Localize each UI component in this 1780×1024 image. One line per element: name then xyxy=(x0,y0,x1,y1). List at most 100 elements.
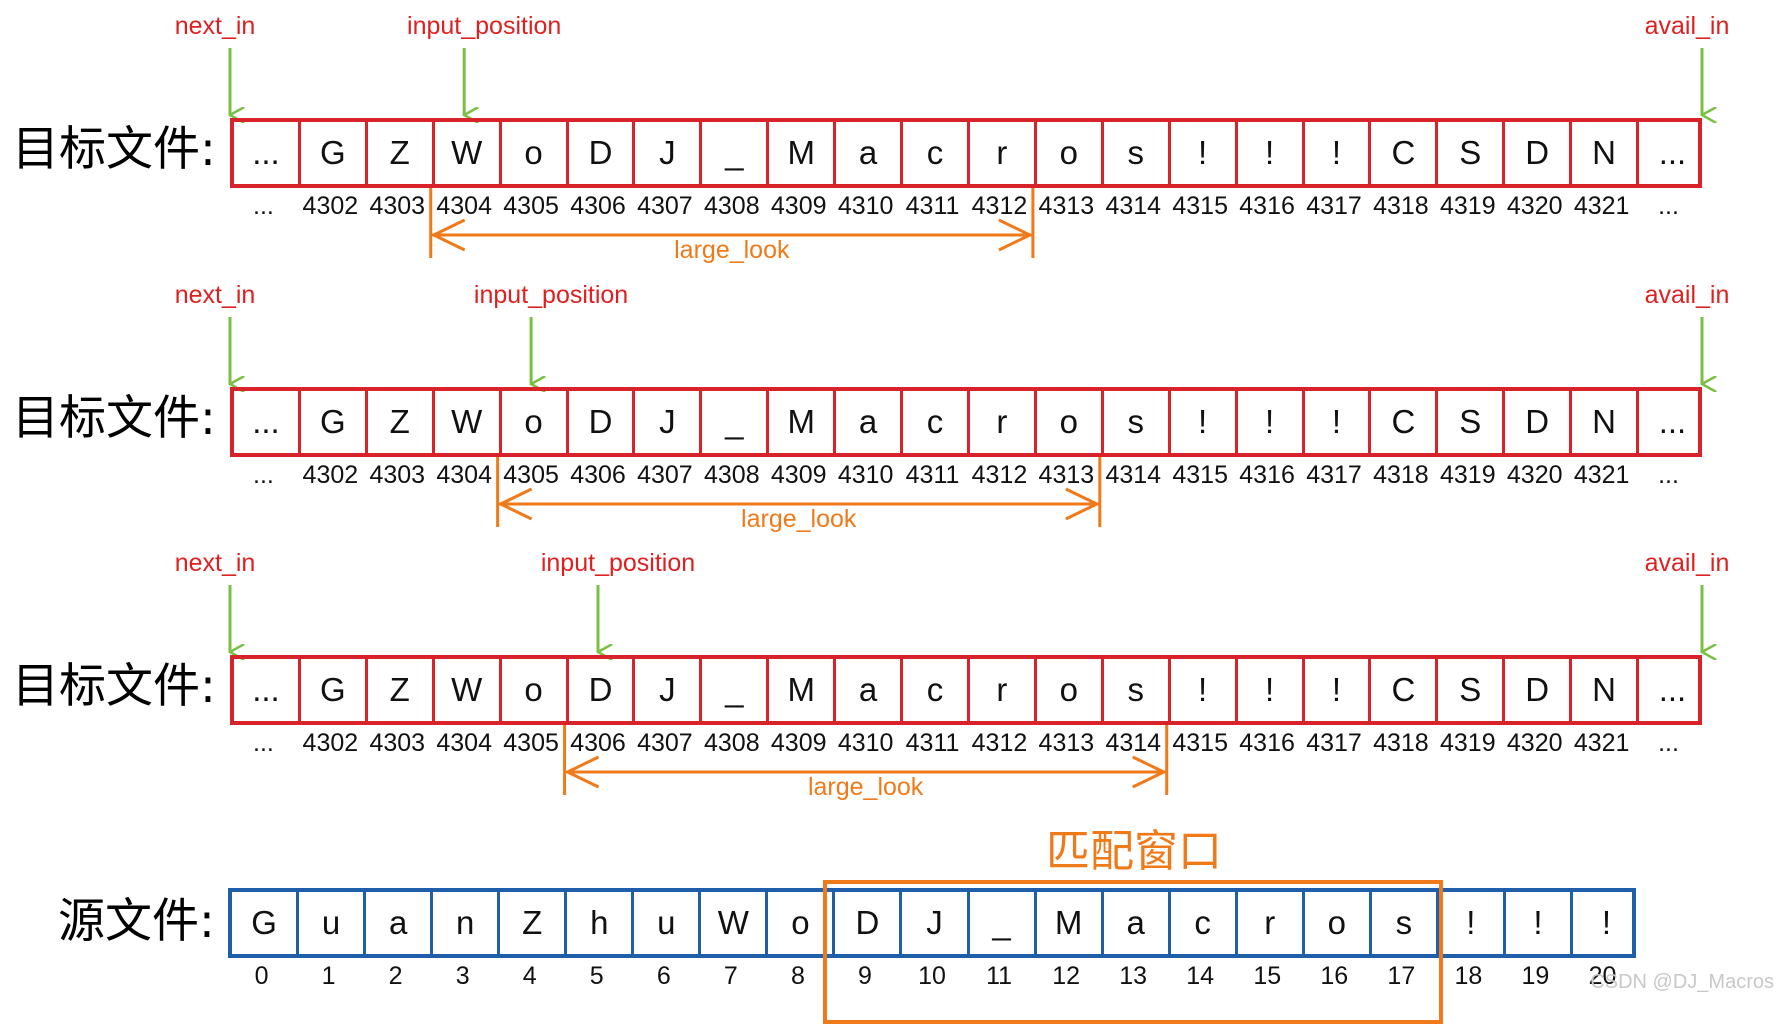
buffer-index: 4308 xyxy=(704,461,760,489)
source-cell: M xyxy=(1037,892,1104,954)
buffer-cell: ! xyxy=(1171,122,1238,184)
buffer-index: 4305 xyxy=(503,192,559,220)
buffer-cell: Z xyxy=(368,391,435,453)
buffer-cell: ! xyxy=(1305,659,1372,721)
buffer-index: 4319 xyxy=(1440,729,1496,757)
buffer-index: 4302 xyxy=(302,192,359,220)
buffer-index: 4315 xyxy=(1172,729,1228,757)
buffer-index: 4312 xyxy=(971,192,1028,220)
arrowhead-right-icon xyxy=(1065,487,1101,521)
source-cell: J xyxy=(902,892,970,954)
source-file-label: 源文件: xyxy=(58,894,215,949)
buffer-cell: D xyxy=(569,391,636,453)
buffer-cell: ... xyxy=(1658,134,1687,171)
buffer-cell: o xyxy=(502,391,569,453)
buffer-index: ... xyxy=(1658,192,1679,220)
source-cell: a xyxy=(1104,892,1171,954)
source-cell: o xyxy=(1305,892,1372,954)
source-index: 11 xyxy=(986,962,1013,990)
buffer-cell: G xyxy=(301,122,368,184)
buffer-cell: M xyxy=(769,122,837,184)
buffer-cell: ! xyxy=(1238,122,1305,184)
buffer-index: 4311 xyxy=(905,461,960,489)
arrowhead-left-icon xyxy=(497,487,533,521)
buffer-index: ... xyxy=(1658,729,1679,757)
buffer-cell: D xyxy=(569,122,636,184)
buffer-cell: D xyxy=(1505,122,1573,184)
buffer-cell: J xyxy=(635,391,703,453)
source-index: 19 xyxy=(1521,962,1550,990)
avail-in-label: avail_in xyxy=(1644,549,1730,577)
avail-in-label: avail_in xyxy=(1644,12,1730,40)
buffer-index: 4320 xyxy=(1506,192,1563,220)
buffer-index: 4310 xyxy=(837,192,894,220)
buffer-index: 4309 xyxy=(770,461,827,489)
source-index: 2 xyxy=(388,962,403,990)
buffer-index: 4313 xyxy=(1038,461,1095,489)
buffer-cell: C xyxy=(1371,391,1439,453)
source-cell: _ xyxy=(970,892,1037,954)
large-look-label: large_look xyxy=(674,236,790,264)
target-file-label: 目标文件: xyxy=(12,659,216,714)
buffer-cell: S xyxy=(1438,391,1506,453)
buffer-index: 4302 xyxy=(302,729,359,757)
buffer-index: 4313 xyxy=(1038,192,1095,220)
buffer-index: 4304 xyxy=(436,729,492,757)
buffer-cell: ... xyxy=(234,391,301,453)
avail-in-label: avail_in xyxy=(1644,281,1730,309)
source-cell: o xyxy=(768,892,836,954)
buffer-cell: G xyxy=(301,391,368,453)
buffer-index: 4319 xyxy=(1440,192,1496,220)
buffer-cell: C xyxy=(1371,659,1439,721)
source-cell: Z xyxy=(500,892,568,954)
source-cell: G xyxy=(232,892,300,954)
input-position-label: input_position xyxy=(540,549,696,577)
buffer-cell: c xyxy=(903,659,970,721)
source-cell: D xyxy=(835,892,903,954)
input-position-label: input_position xyxy=(407,12,562,40)
source-cell: n xyxy=(433,892,501,954)
buffer-index: 4318 xyxy=(1373,461,1429,489)
source-index: 9 xyxy=(857,962,872,990)
buffer-cell: a xyxy=(836,122,904,184)
target-file-label: 目标文件: xyxy=(12,391,216,446)
buffer-cell: a xyxy=(836,659,904,721)
source-cell: u xyxy=(634,892,702,954)
target-file-label: 目标文件: xyxy=(12,122,216,177)
buffer-index: 4321 xyxy=(1573,729,1630,757)
buffer-cell: Z xyxy=(368,122,435,184)
source-cell: W xyxy=(701,892,769,954)
buffer-cell: _ xyxy=(702,659,770,721)
source-index: 1 xyxy=(321,962,336,990)
buffer-index: 4311 xyxy=(905,192,960,220)
buffer-cell: W xyxy=(435,122,502,184)
buffer-cell: c xyxy=(903,122,970,184)
buffer-index: 4317 xyxy=(1306,729,1362,757)
input-position-label: input_position xyxy=(473,281,629,309)
buffer-cell: r xyxy=(970,659,1037,721)
buffer-cell: D xyxy=(569,659,636,721)
source-cell: s xyxy=(1372,892,1439,954)
buffer-index: 4320 xyxy=(1506,461,1563,489)
source-index: 12 xyxy=(1052,962,1080,990)
buffer-index: 4307 xyxy=(637,192,693,220)
source-index: 14 xyxy=(1186,962,1215,990)
buffer-cell: s xyxy=(1104,391,1171,453)
buffer-index: 4318 xyxy=(1373,192,1429,220)
buffer-cell: _ xyxy=(702,391,770,453)
buffer-index: 4317 xyxy=(1306,461,1362,489)
buffer-index: 4309 xyxy=(770,729,827,757)
buffer-cell: c xyxy=(903,391,970,453)
buffer-cell: o xyxy=(1037,122,1104,184)
buffer-cell: G xyxy=(301,659,368,721)
match-window-box xyxy=(823,880,1443,1024)
source-index: 7 xyxy=(723,962,738,990)
buffer-cell: ! xyxy=(1171,659,1238,721)
buffer-index: 4305 xyxy=(503,729,559,757)
buffer-cell: ... xyxy=(234,659,301,721)
buffer-cell: r xyxy=(970,391,1037,453)
buffer-index: 4317 xyxy=(1306,192,1362,220)
buffer-cell: ! xyxy=(1238,391,1305,453)
buffer-index: 4321 xyxy=(1573,461,1630,489)
